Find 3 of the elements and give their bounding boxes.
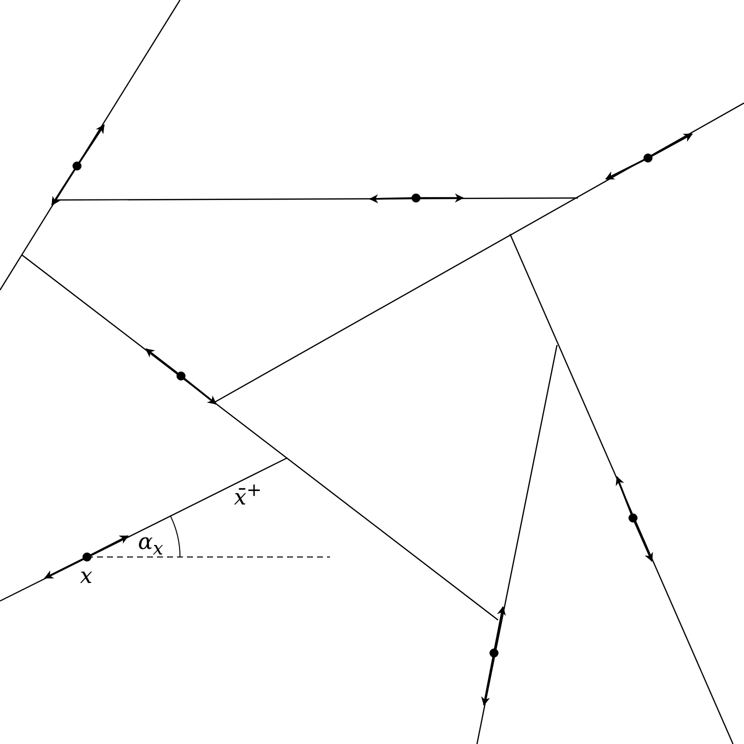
angle-label: α$_{x}$	[138, 532, 164, 559]
point-label: x	[80, 566, 92, 588]
arc-label: x̄$^{+}$	[234, 482, 262, 510]
